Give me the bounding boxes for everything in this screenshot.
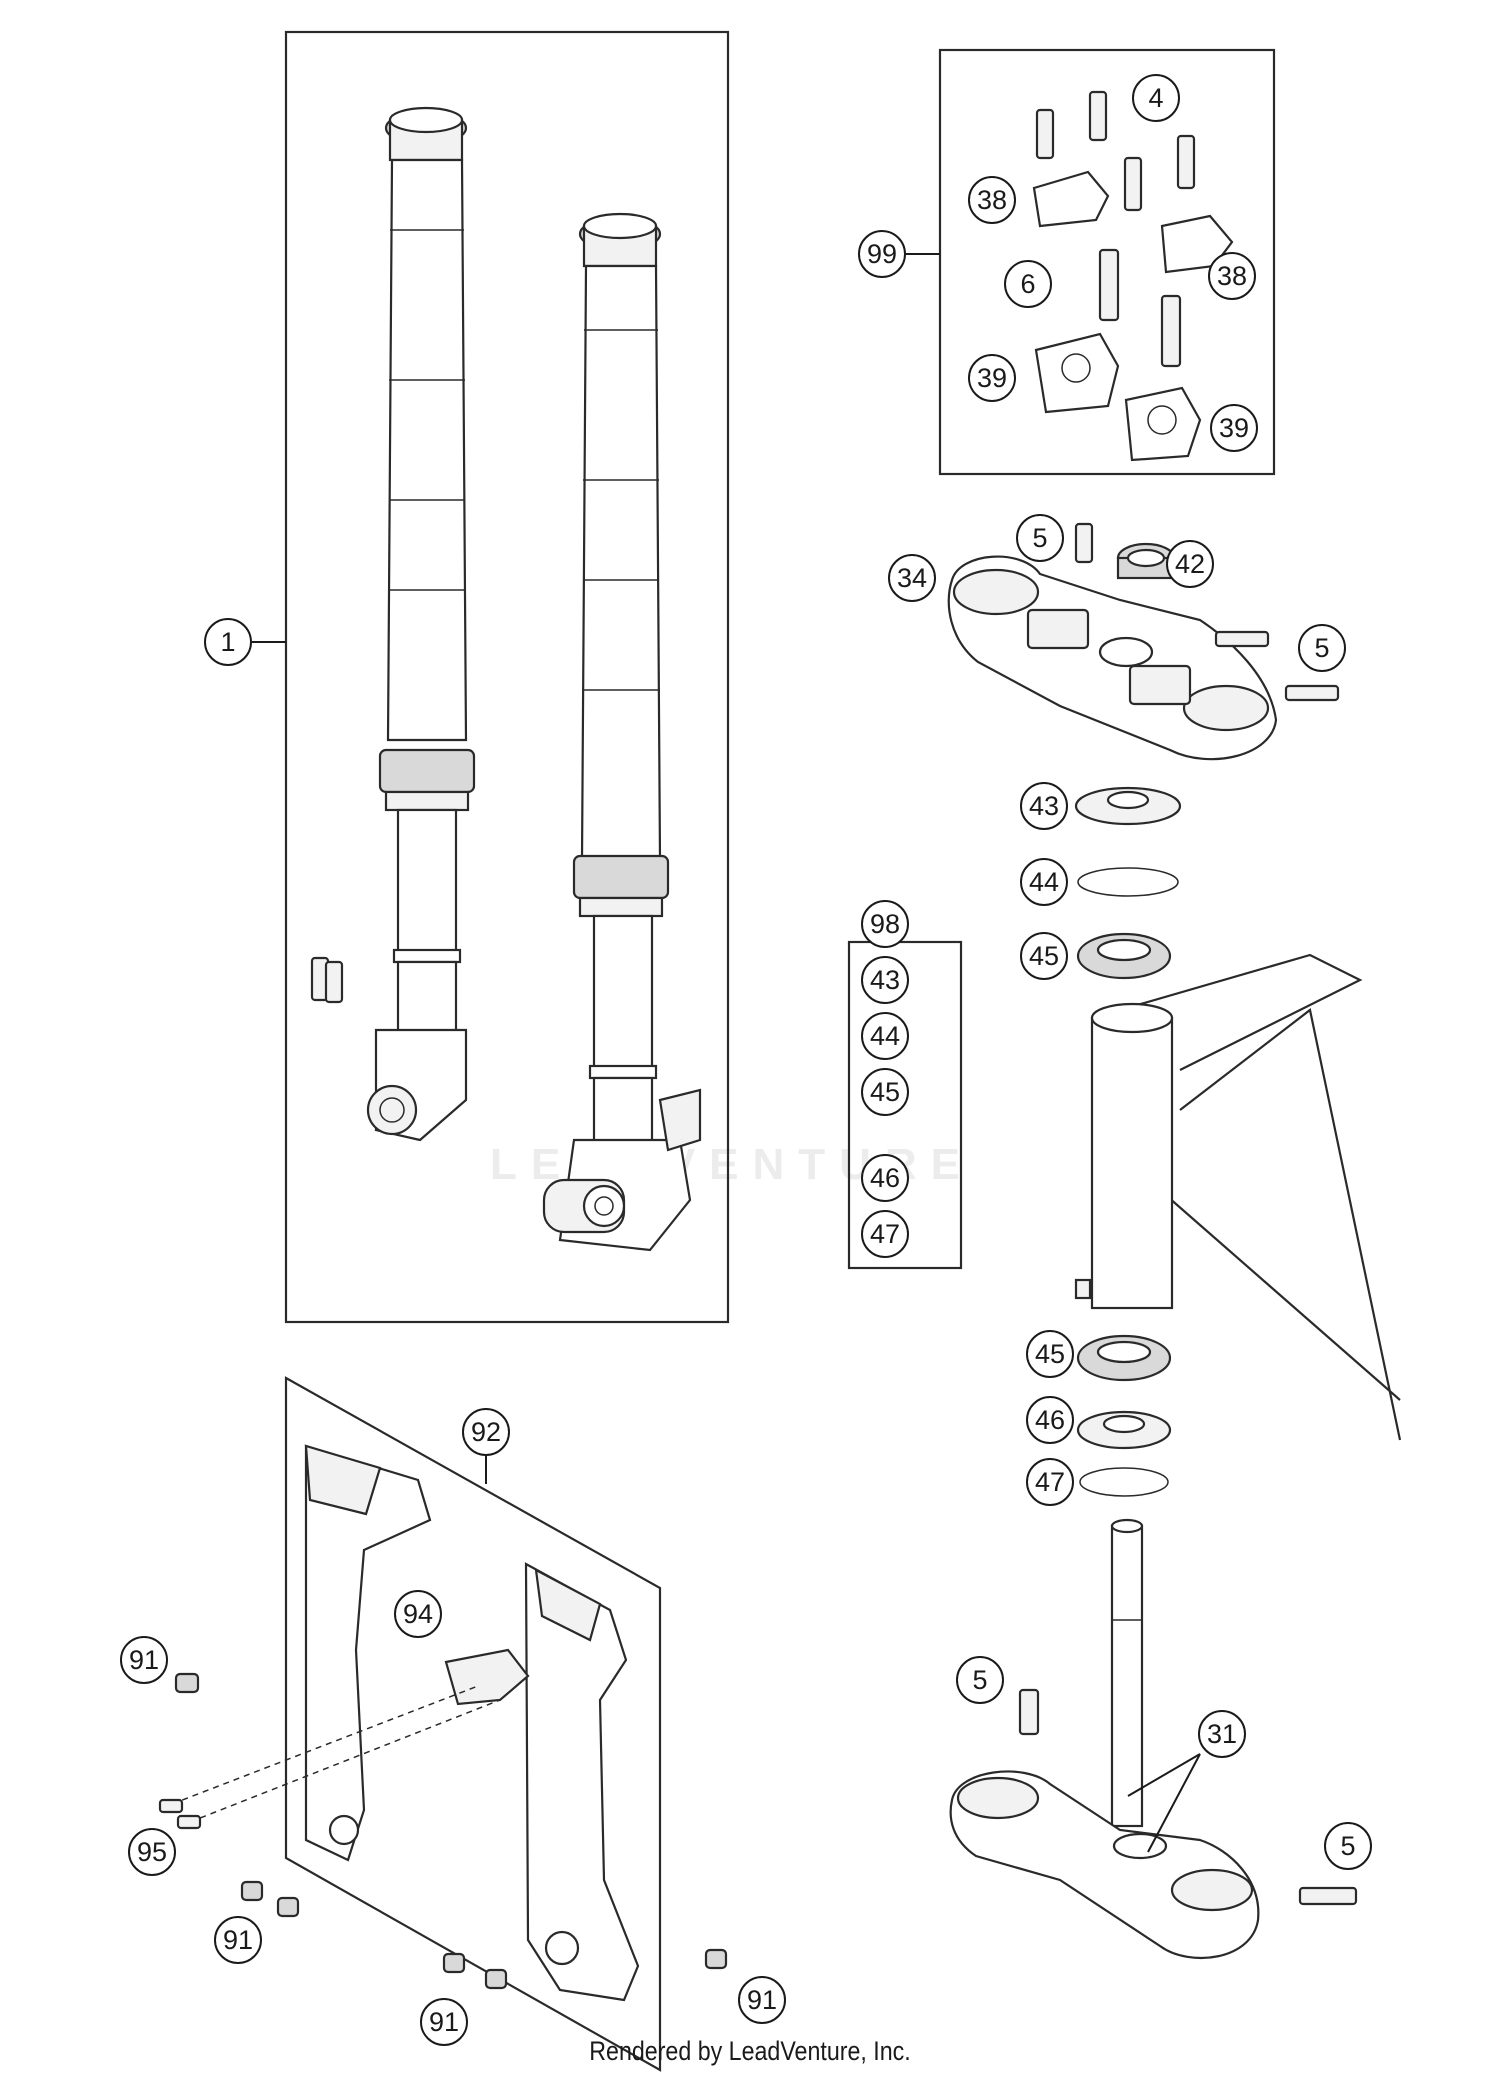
svg-text:39: 39 xyxy=(1219,413,1249,443)
svg-text:45: 45 xyxy=(870,1077,900,1107)
svg-text:45: 45 xyxy=(1029,941,1059,971)
svg-text:38: 38 xyxy=(1217,261,1247,291)
callout-45b: 45 xyxy=(1026,1330,1074,1378)
svg-text:91: 91 xyxy=(747,1985,777,2015)
callout-45: 45 xyxy=(1020,932,1068,980)
svg-text:4: 4 xyxy=(1148,83,1163,113)
svg-text:5: 5 xyxy=(1314,633,1329,663)
svg-text:44: 44 xyxy=(870,1021,900,1051)
callout-98: 98 xyxy=(861,900,909,948)
clamp-kit-parts xyxy=(1032,90,1234,462)
svg-text:1: 1 xyxy=(220,627,235,657)
upper-triple-clamp xyxy=(947,522,1340,761)
callout-92: 92 xyxy=(462,1408,510,1456)
svg-text:38: 38 xyxy=(977,185,1007,215)
callout-39b: 39 xyxy=(1210,404,1258,452)
fork-guard-panel xyxy=(284,1376,662,2072)
callout-91b: 91 xyxy=(214,1916,262,1964)
callout-31: 31 xyxy=(1198,1710,1246,1758)
callout-1: 1 xyxy=(204,618,252,666)
svg-text:34: 34 xyxy=(897,563,927,593)
svg-text:46: 46 xyxy=(870,1163,900,1193)
callout-5b: 5 xyxy=(1298,624,1346,672)
svg-text:5: 5 xyxy=(1340,1831,1355,1861)
frame-head-tube xyxy=(1074,953,1402,1441)
svg-text:5: 5 xyxy=(1032,523,1047,553)
svg-text:99: 99 xyxy=(867,239,897,269)
render-credit: Rendered by LeadVenture, Inc. xyxy=(589,2036,911,2066)
callout-4: 4 xyxy=(1132,74,1180,122)
bearing-kit-box xyxy=(847,940,963,1270)
svg-text:47: 47 xyxy=(870,1219,900,1249)
guard-screws xyxy=(158,1672,728,1990)
svg-text:98: 98 xyxy=(870,909,900,939)
callout-39a: 39 xyxy=(968,354,1016,402)
callout-91c: 91 xyxy=(420,1998,468,2046)
fork-assembly-frame xyxy=(284,30,730,1324)
kit-item-43: 43 xyxy=(861,956,909,1004)
callout-34: 34 xyxy=(888,554,936,602)
kit-item-47: 47 xyxy=(861,1210,909,1258)
svg-text:5: 5 xyxy=(972,1665,987,1695)
svg-text:46: 46 xyxy=(1035,1405,1065,1435)
callout-91d: 91 xyxy=(738,1976,786,2024)
kit-item-45: 45 xyxy=(861,1068,909,1116)
callout-99: 99 xyxy=(858,230,906,278)
svg-text:45: 45 xyxy=(1035,1339,1065,1369)
callout-5d: 5 xyxy=(1324,1822,1372,1870)
callout-46: 46 xyxy=(1026,1396,1074,1444)
callout-94: 94 xyxy=(394,1590,442,1638)
svg-text:47: 47 xyxy=(1035,1467,1065,1497)
svg-text:91: 91 xyxy=(429,2007,459,2037)
left-fork-leg xyxy=(310,106,476,1142)
callout-42: 42 xyxy=(1166,540,1214,588)
callout-47: 47 xyxy=(1026,1458,1074,1506)
callout-5a: 5 xyxy=(1016,514,1064,562)
handlebar-clamp-kit-frame xyxy=(938,48,1276,476)
kit-item-46: 46 xyxy=(861,1154,909,1202)
kit-item-44: 44 xyxy=(861,1012,909,1060)
right-fork-leg xyxy=(542,212,702,1252)
svg-text:92: 92 xyxy=(471,1417,501,1447)
svg-text:44: 44 xyxy=(1029,867,1059,897)
lower-triple-clamp xyxy=(949,1518,1358,1960)
lower-bearing-stack xyxy=(1076,1334,1172,1497)
callout-43: 43 xyxy=(1020,782,1068,830)
svg-text:42: 42 xyxy=(1175,549,1205,579)
callout-38a: 38 xyxy=(968,176,1016,224)
svg-text:43: 43 xyxy=(1029,791,1059,821)
callout-95: 95 xyxy=(128,1828,176,1876)
callout-38b: 38 xyxy=(1208,252,1256,300)
upper-bearing-stack xyxy=(1074,786,1182,980)
svg-text:95: 95 xyxy=(137,1837,167,1867)
svg-text:6: 6 xyxy=(1020,269,1035,299)
fork-guards xyxy=(304,1444,640,2002)
callout-6: 6 xyxy=(1004,260,1052,308)
callout-44: 44 xyxy=(1020,858,1068,906)
callout-91a: 91 xyxy=(120,1636,168,1684)
svg-text:94: 94 xyxy=(403,1599,433,1629)
svg-text:91: 91 xyxy=(223,1925,253,1955)
callout-5c: 5 xyxy=(956,1656,1004,1704)
svg-text:31: 31 xyxy=(1207,1719,1237,1749)
svg-text:43: 43 xyxy=(870,965,900,995)
svg-text:39: 39 xyxy=(977,363,1007,393)
svg-text:91: 91 xyxy=(129,1645,159,1675)
